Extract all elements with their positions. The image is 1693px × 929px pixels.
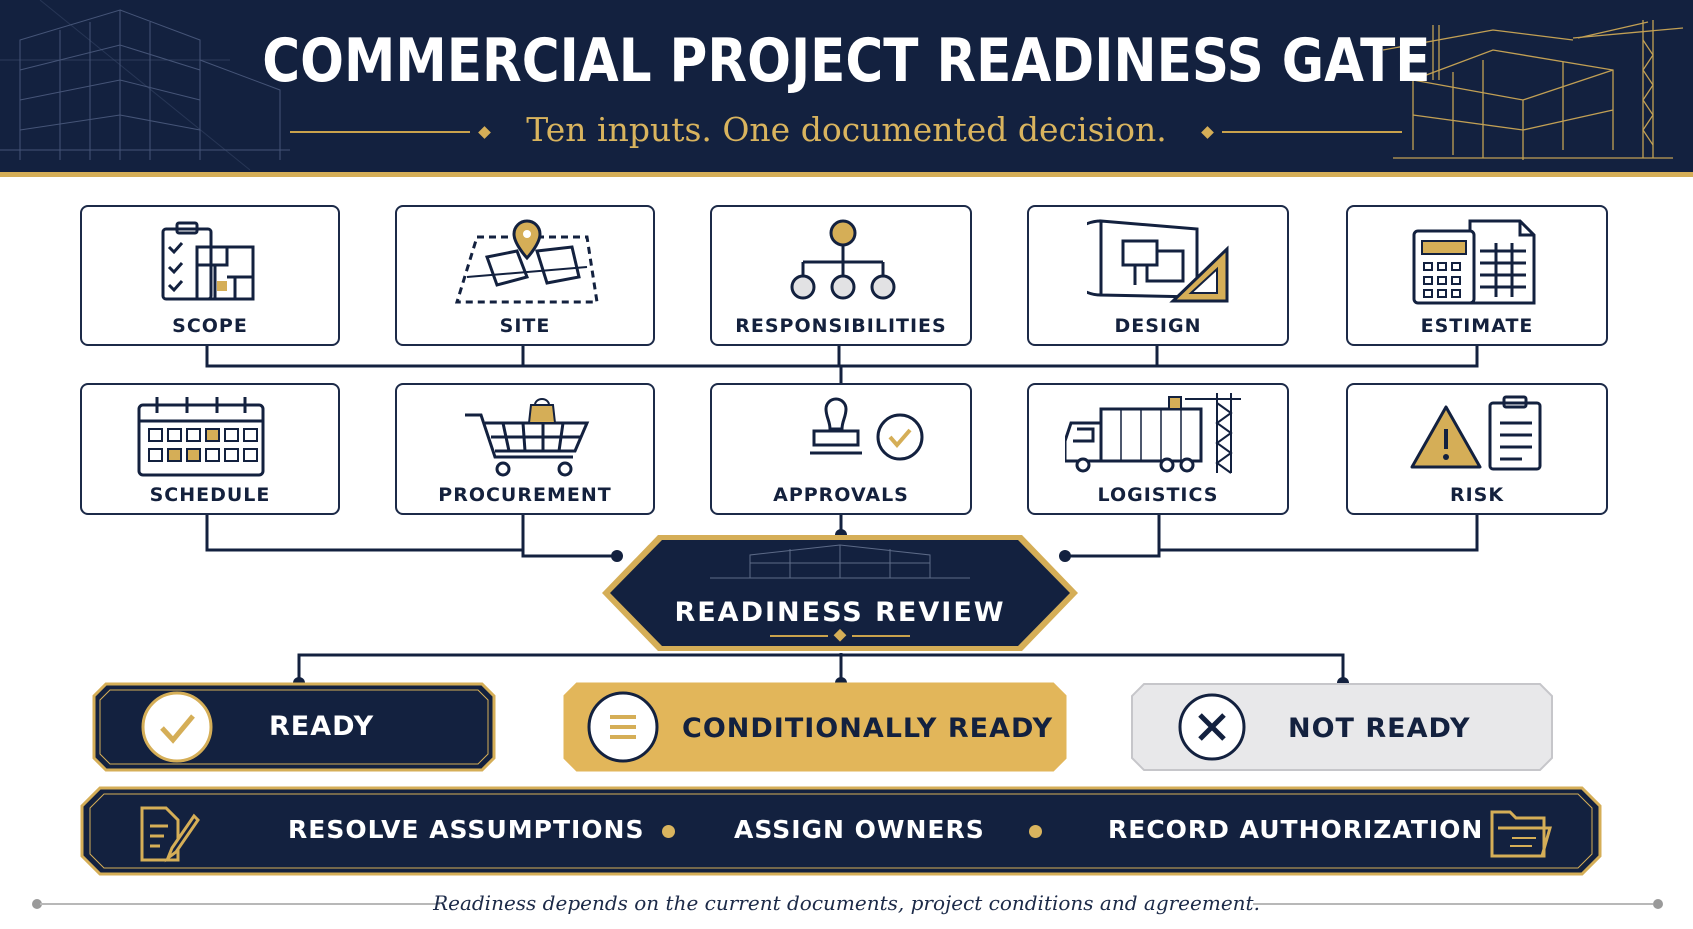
subtitle-rule-left [290,131,470,133]
site-map-pin-icon [454,219,599,304]
header-gold-rule [0,172,1693,177]
page-subtitle: Ten inputs. One documented decision. [526,110,1167,149]
action-separator-dot [662,825,675,838]
footnote: Readiness depends on the current documen… [433,891,1260,915]
warning-clipboard-icon [1410,395,1542,471]
readiness-review-label: READINESS REVIEW [674,597,1006,628]
input-card-responsibilities: RESPONSIBILITIES [710,205,972,346]
outcome-not-ready [1131,683,1553,771]
x-icon [1198,713,1226,741]
org-chart-icon [790,219,896,300]
input-card-estimate: ESTIMATE [1346,205,1608,346]
action-assign-owners: ASSIGN OWNERS [734,815,985,844]
page-title: COMMERCIAL PROJECT READINESS GATE [262,26,1431,96]
input-label: LOGISTICS [1097,484,1219,506]
actions-bar [80,786,1602,876]
outcome-ready [92,682,496,772]
input-card-design: DESIGN [1027,205,1289,346]
document-pen-icon [140,806,200,863]
footnote-rule-right [1253,903,1653,905]
outcome-not-ready-label: NOT READY [1288,713,1471,744]
truck-crane-icon [1065,393,1241,474]
blueprint-triangle-icon [1087,219,1229,303]
stamp-check-icon [810,397,924,461]
input-card-scope: SCOPE [80,205,340,346]
input-label: SCHEDULE [149,484,271,506]
input-label: RISK [1449,484,1505,506]
outcome-ready-label: READY [269,711,375,742]
input-label: RESPONSIBILITIES [735,315,947,337]
action-separator-dot [1029,825,1042,838]
footnote-dot-right [1653,899,1663,909]
footnote-rule-left [40,903,440,905]
calculator-spreadsheet-icon [1412,219,1536,305]
input-label: PROCUREMENT [438,484,612,506]
footnote-dot-left [32,899,42,909]
calendar-icon [137,397,265,477]
input-label: APPROVALS [773,484,909,506]
input-card-site: SITE [395,205,655,346]
building-sketch-left-icon [0,0,290,171]
input-label: ESTIMATE [1420,315,1534,337]
action-record-authorization: RECORD AUTHORIZATION [1108,815,1484,844]
list-lines-icon [610,715,636,739]
input-card-risk: RISK [1346,383,1608,515]
input-card-logistics: LOGISTICS [1027,383,1289,515]
input-card-schedule: SCHEDULE [80,383,340,515]
outcome-conditionally-ready-label: CONDITIONALLY READY [682,713,1054,744]
action-resolve-assumptions: RESOLVE ASSUMPTIONS [288,815,645,844]
readiness-review-hexagon [602,535,1078,651]
folder-icon [1490,810,1552,858]
header-banner: COMMERCIAL PROJECT READINESS GATE Ten in… [0,0,1693,172]
input-card-procurement: PROCUREMENT [395,383,655,515]
building-crane-sketch-right-icon [1382,20,1684,160]
input-card-approvals: APPROVALS [710,383,972,515]
input-label: DESIGN [1114,315,1202,337]
outcome-conditionally-ready [563,682,1067,772]
subtitle-rule-right [1222,131,1402,133]
check-icon [160,714,195,744]
input-label: SITE [499,315,551,337]
shopping-cart-icon [465,398,590,477]
clipboard-checklist-icon [161,221,255,301]
input-label: SCOPE [172,315,248,337]
